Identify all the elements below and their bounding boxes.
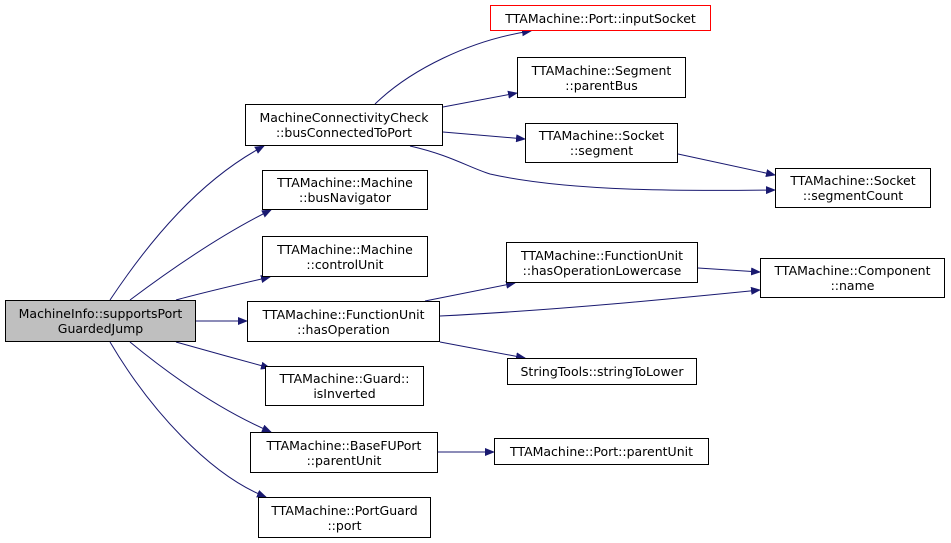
edge-n1-to-n11 xyxy=(409,145,776,195)
edge-n1-to-n8 xyxy=(374,28,532,105)
node-label-line: TTAMachine::FunctionUnit xyxy=(521,247,683,263)
node-machineinfo-supportsportguardedjump: MachineInfo::supportsPort GuardedJump xyxy=(5,300,196,342)
edge-n0-to-n1 xyxy=(109,145,265,301)
node-label-line: ::busConnectedToPort xyxy=(275,125,413,140)
edge-n1-to-n9 xyxy=(442,90,518,108)
edge-n0-to-n7 xyxy=(109,341,267,498)
node-label-line: TTAMachine::Segment xyxy=(531,62,672,78)
node-label-line: ::busNavigator xyxy=(299,190,391,205)
node-machineconnectivitycheck-busconnectedtoport[interactable]: MachineConnectivityCheck ::busConnectedT… xyxy=(245,104,443,146)
node-label-line: ::port xyxy=(327,517,362,533)
edge-n10-to-n11 xyxy=(677,153,776,178)
node-component-name[interactable]: TTAMachine::Component ::name xyxy=(760,258,945,298)
node-label-line: TTAMachine::Socket xyxy=(790,173,916,188)
node-label-line: TTAMachine::Machine xyxy=(277,241,413,257)
node-label-line: isInverted xyxy=(313,386,376,401)
edge-n0-to-n2 xyxy=(129,209,272,301)
node-label-line: GuardedJump xyxy=(57,321,144,336)
node-label-line: ::hasOperationLowercase xyxy=(522,262,682,278)
node-label-line: ::name xyxy=(830,278,875,293)
node-portguard-port[interactable]: TTAMachine::PortGuard ::port xyxy=(258,497,431,538)
node-stringtools-stringtolower[interactable]: StringTools::stringToLower xyxy=(507,358,697,385)
edge-n0-to-n6 xyxy=(129,341,272,433)
edge-n4-to-n13 xyxy=(439,286,761,317)
node-label-line: TTAMachine::Guard:: xyxy=(279,371,410,386)
node-label-line: ::segment xyxy=(569,143,634,158)
node-label-line: ::segmentCount xyxy=(802,188,904,203)
node-guard-isinverted[interactable]: TTAMachine::Guard:: isInverted xyxy=(265,366,424,406)
node-label-line: ::hasOperation xyxy=(297,321,390,337)
edge-n12-to-n13 xyxy=(697,267,761,276)
edge-n1-to-n10 xyxy=(442,131,526,143)
node-label-line: TTAMachine::FunctionUnit xyxy=(262,306,425,322)
node-label-line: ::parentBus xyxy=(565,77,638,93)
node-label-line: MachineInfo::supportsPort xyxy=(18,306,183,321)
node-functionunit-hasoperationlowercase[interactable]: TTAMachine::FunctionUnit ::hasOperationL… xyxy=(506,242,698,283)
node-label-line: ::parentUnit xyxy=(306,452,382,468)
node-port-inputsocket[interactable]: TTAMachine::Port::inputSocket xyxy=(490,5,711,31)
node-label-line: TTAMachine::Port::parentUnit xyxy=(509,444,693,459)
node-socket-segmentcount[interactable]: TTAMachine::Socket ::segmentCount xyxy=(775,168,931,208)
node-functionunit-hasoperation[interactable]: TTAMachine::FunctionUnit ::hasOperation xyxy=(247,301,440,342)
edge-n0-to-n3 xyxy=(175,275,271,301)
edge-n4-to-n12 xyxy=(424,280,516,302)
node-port-parentunit[interactable]: TTAMachine::Port::parentUnit xyxy=(494,438,709,465)
node-label-line: ::controlUnit xyxy=(306,256,384,272)
node-label-line: TTAMachine::Machine xyxy=(277,175,413,190)
node-label-line: TTAMachine::Component xyxy=(774,263,931,278)
node-label-line: TTAMachine::Socket xyxy=(538,128,665,143)
node-label-line: StringTools::stringToLower xyxy=(520,364,684,379)
edge-n4-to-n14 xyxy=(439,341,526,361)
node-label-line: MachineConnectivityCheck xyxy=(259,110,429,125)
node-segment-parentbus[interactable]: TTAMachine::Segment ::parentBus xyxy=(517,57,686,98)
edge-n0-to-n5 xyxy=(175,341,271,370)
node-label-line: TTAMachine::Port::inputSocket xyxy=(505,10,696,26)
node-machine-busnavigator[interactable]: TTAMachine::Machine ::busNavigator xyxy=(262,170,428,210)
node-machine-controlunit[interactable]: TTAMachine::Machine ::controlUnit xyxy=(262,236,428,277)
node-label-line: TTAMachine::PortGuard xyxy=(271,502,418,518)
node-label-line: TTAMachine::BaseFUPort xyxy=(266,437,422,453)
node-basefuport-parentunit[interactable]: TTAMachine::BaseFUPort ::parentUnit xyxy=(250,432,438,473)
node-socket-segment[interactable]: TTAMachine::Socket ::segment xyxy=(525,123,678,163)
